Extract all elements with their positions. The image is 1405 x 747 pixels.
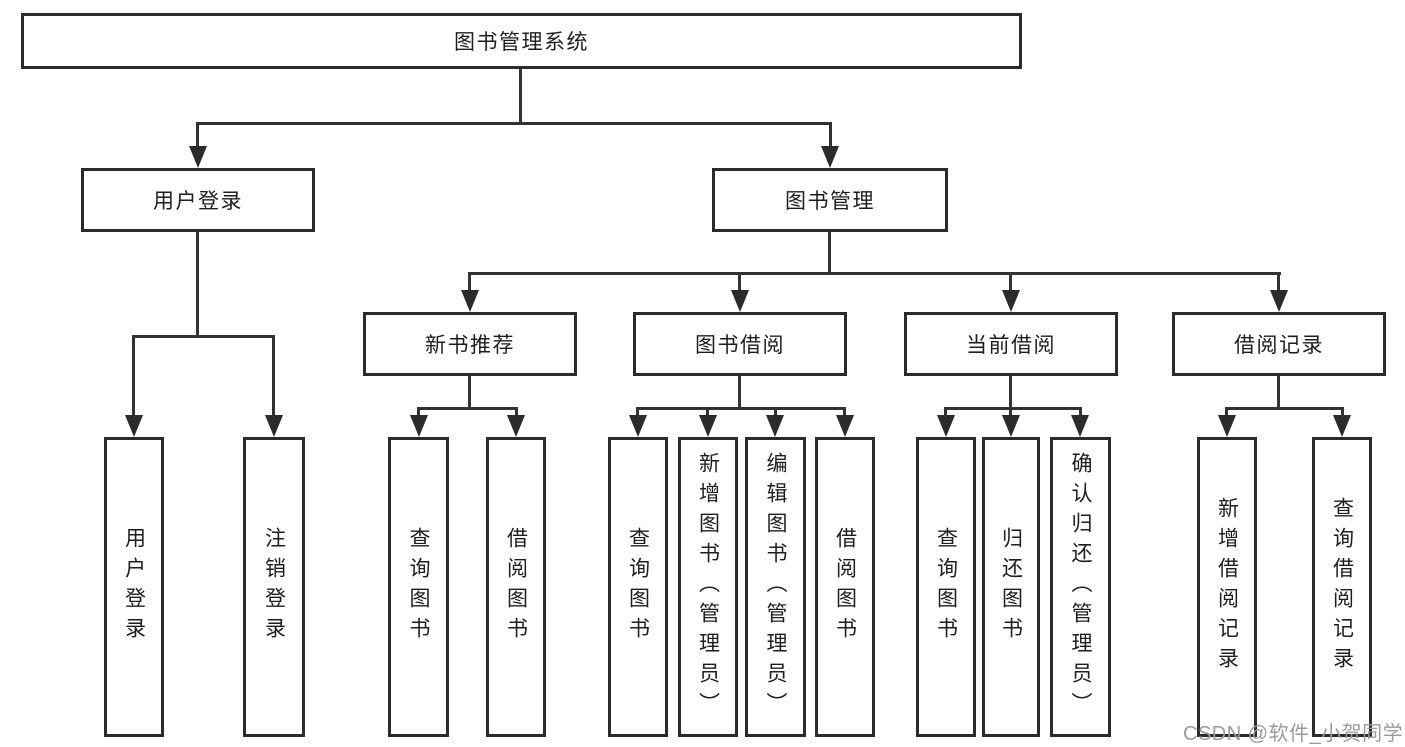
connector-stub-br-add — [1225, 407, 1228, 418]
connector-root-rail — [197, 122, 832, 125]
arrow-borrow-records-icon — [1270, 290, 1288, 312]
connector-stub-cb-confirm — [1079, 407, 1082, 418]
connector-stub-new-books — [468, 272, 471, 292]
leaf-bb-add-books: 新增图书（管理员） — [678, 437, 738, 737]
node-borrow-records-label: 借阅记录 — [1234, 334, 1324, 357]
connector-stub-bb-edit — [774, 407, 777, 418]
connector-stub-leaf-logout — [272, 335, 275, 417]
connector-stub-nb-query — [417, 407, 420, 418]
arrow-bb-borrow-icon — [836, 415, 854, 437]
leaf-bb-add-books-label: 新增图书（管理员） — [696, 452, 720, 722]
arrow-nb-borrow-icon — [507, 415, 525, 437]
connector-current-borrow-rail — [944, 407, 1082, 410]
leaf-nb-query-books: 查询图书 — [388, 437, 449, 737]
node-book-borrow-label: 图书借阅 — [695, 334, 785, 357]
connector-stub-br-query — [1341, 407, 1344, 418]
connector-stub-bb-add — [706, 407, 709, 418]
node-book-borrow: 图书借阅 — [633, 312, 847, 376]
node-root: 图书管理系统 — [21, 13, 1022, 69]
connector-current-borrow-drop — [1009, 376, 1012, 407]
connector-borrow-records-rail — [1225, 407, 1344, 410]
leaf-br-add-record-label: 新增借阅记录 — [1215, 497, 1239, 677]
leaf-user-login: 用户登录 — [104, 437, 164, 737]
connector-stub-cb-return — [1009, 407, 1012, 418]
node-book-mgmt: 图书管理 — [712, 168, 948, 232]
connector-stub-current-borrow — [1009, 272, 1012, 292]
node-new-books-label: 新书推荐 — [425, 334, 515, 357]
arrow-cb-query-icon — [937, 415, 955, 437]
leaf-cb-confirm-return: 确认归还（管理员） — [1050, 437, 1111, 737]
connector-stub-bb-borrow — [843, 407, 846, 418]
arrow-cb-return-icon — [1002, 415, 1020, 437]
arrow-leaf-login-icon — [125, 415, 143, 437]
connector-stub-bb-query — [636, 407, 639, 418]
leaf-logout-label: 注销登录 — [262, 527, 286, 647]
node-root-label: 图书管理系统 — [454, 31, 589, 54]
leaf-cb-confirm-return-label: 确认归还（管理员） — [1069, 452, 1092, 722]
arrow-nb-query-icon — [410, 415, 428, 437]
leaf-nb-borrow-books: 借阅图书 — [486, 437, 546, 737]
leaf-bb-borrow-books-label: 借阅图书 — [833, 527, 857, 647]
leaf-user-login-label: 用户登录 — [122, 527, 146, 647]
leaf-br-query-record-label: 查询借阅记录 — [1330, 497, 1354, 677]
node-current-borrow-label: 当前借阅 — [966, 334, 1056, 357]
arrow-leaf-logout-icon — [265, 415, 283, 437]
connector-book-borrow-rail — [636, 407, 846, 410]
connector-book-mgmt-rail — [469, 272, 1281, 275]
connector-root-drop — [519, 69, 522, 122]
connector-user-login-rail — [132, 335, 275, 338]
leaf-bb-query-books-label: 查询图书 — [626, 527, 650, 647]
connector-stub-nb-borrow — [515, 407, 518, 418]
arrow-cb-confirm-icon — [1071, 415, 1089, 437]
node-new-books: 新书推荐 — [363, 312, 577, 376]
leaf-cb-query-books-label: 查询图书 — [934, 527, 958, 647]
arrow-bb-query-icon — [629, 415, 647, 437]
connector-user-login-drop — [196, 232, 199, 335]
leaf-bb-edit-books-label: 编辑图书（管理员） — [764, 452, 787, 722]
connector-stub-leaf-login — [132, 335, 135, 417]
arrow-new-books-icon — [461, 290, 479, 312]
connector-book-mgmt-drop — [828, 232, 831, 272]
connector-book-borrow-drop — [738, 376, 741, 407]
arrow-bb-edit-icon — [766, 415, 784, 437]
arrow-br-add-icon — [1218, 415, 1236, 437]
leaf-bb-edit-books: 编辑图书（管理员） — [745, 437, 806, 737]
leaf-bb-borrow-books: 借阅图书 — [815, 437, 875, 737]
connector-new-books-rail — [417, 407, 518, 410]
node-borrow-records: 借阅记录 — [1172, 312, 1386, 376]
connector-stub-cb-query — [944, 407, 947, 418]
arrow-book-mgmt-icon — [821, 146, 839, 168]
arrow-bb-add-icon — [699, 415, 717, 437]
leaf-bb-query-books: 查询图书 — [608, 437, 668, 737]
leaf-cb-query-books: 查询图书 — [916, 437, 976, 737]
leaf-br-query-record: 查询借阅记录 — [1312, 437, 1372, 737]
arrow-book-borrow-icon — [731, 290, 749, 312]
leaf-br-add-record: 新增借阅记录 — [1197, 437, 1257, 737]
connector-stub-book-mgmt — [829, 122, 832, 150]
connector-new-books-drop — [468, 376, 471, 407]
connector-stub-user-login — [196, 122, 199, 150]
arrow-br-query-icon — [1333, 415, 1351, 437]
leaf-cb-return-books-label: 归还图书 — [999, 527, 1023, 647]
connector-stub-borrow-records — [1277, 272, 1280, 292]
node-current-borrow: 当前借阅 — [904, 312, 1118, 376]
connector-stub-book-borrow — [738, 272, 741, 292]
node-user-login: 用户登录 — [81, 168, 315, 232]
leaf-nb-query-books-label: 查询图书 — [407, 527, 430, 647]
leaf-cb-return-books: 归还图书 — [982, 437, 1040, 737]
node-user-login-label: 用户登录 — [153, 190, 243, 213]
leaf-nb-borrow-books-label: 借阅图书 — [504, 527, 528, 647]
watermark: CSDN @软件_小贺同学 — [1183, 723, 1404, 745]
node-book-mgmt-label: 图书管理 — [785, 190, 875, 213]
arrow-user-login-icon — [189, 146, 207, 168]
connector-borrow-records-drop — [1277, 376, 1280, 407]
arrow-current-borrow-icon — [1002, 290, 1020, 312]
leaf-logout: 注销登录 — [243, 437, 305, 737]
